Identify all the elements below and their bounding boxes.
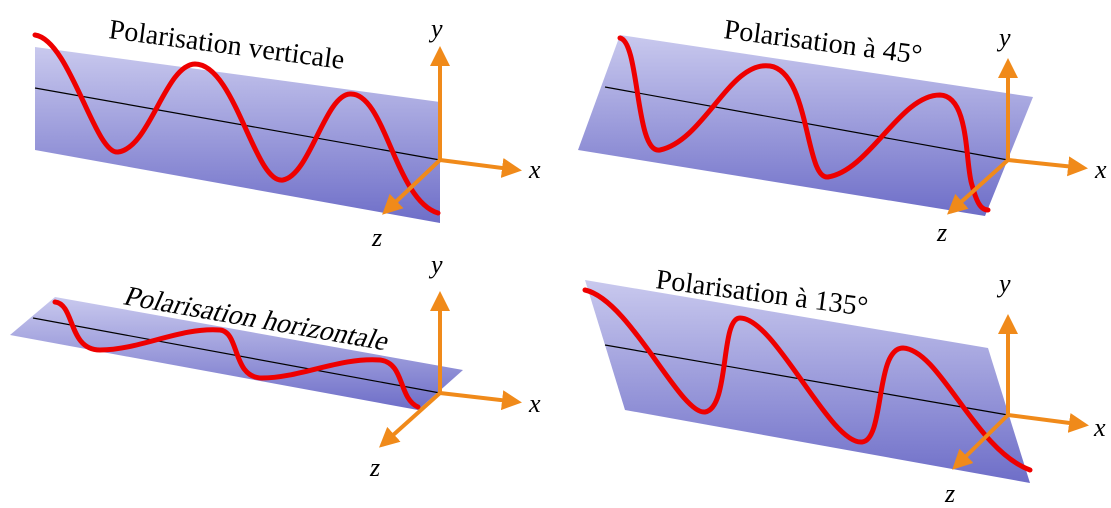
panel-horizontal: Polarisation horizontale y x z — [10, 250, 541, 482]
wave-curve — [582, 287, 1033, 473]
x-axis-label: x — [528, 155, 541, 184]
z-axis-arrow — [947, 158, 1010, 215]
x-axis-label: x — [528, 389, 541, 418]
propagation-axis-line — [604, 344, 1009, 416]
wave-curve — [52, 299, 421, 410]
axes: y x z — [944, 269, 1106, 508]
z-axis-label: z — [369, 453, 380, 482]
panel-135: Polarisation à 135° y x z — [582, 264, 1106, 508]
z-axis-label: z — [371, 223, 382, 252]
x-axis-label: x — [1094, 155, 1107, 184]
wave-curve — [32, 32, 441, 216]
z-axis-arrow — [379, 391, 442, 448]
axes: y x z — [936, 23, 1107, 247]
x-axis-arrow — [439, 390, 522, 411]
x-axis-arrow — [439, 158, 522, 178]
polarisation-plane — [585, 280, 1030, 483]
z-axis-arrow — [382, 158, 442, 215]
z-axis-label: z — [944, 479, 955, 508]
panel-vertical: Polarisation verticale y x z — [32, 14, 541, 252]
wave-curve — [617, 35, 991, 213]
y-axis-label: y — [996, 269, 1011, 298]
axes: y x z — [371, 14, 541, 252]
axes: y x z — [369, 250, 541, 482]
x-axis-label: x — [1093, 413, 1106, 442]
y-axis-label: y — [996, 23, 1011, 52]
z-axis-arrow — [952, 413, 1010, 470]
panel-45: Polarisation à 45° y x z — [578, 14, 1107, 247]
polarisation-plane — [35, 47, 440, 223]
z-axis-label: z — [936, 218, 947, 247]
y-axis-label: y — [428, 250, 443, 279]
propagation-axis-line — [34, 87, 441, 161]
x-axis-arrow — [1007, 413, 1089, 433]
y-axis-label: y — [428, 14, 443, 43]
x-axis-arrow — [1007, 156, 1088, 177]
